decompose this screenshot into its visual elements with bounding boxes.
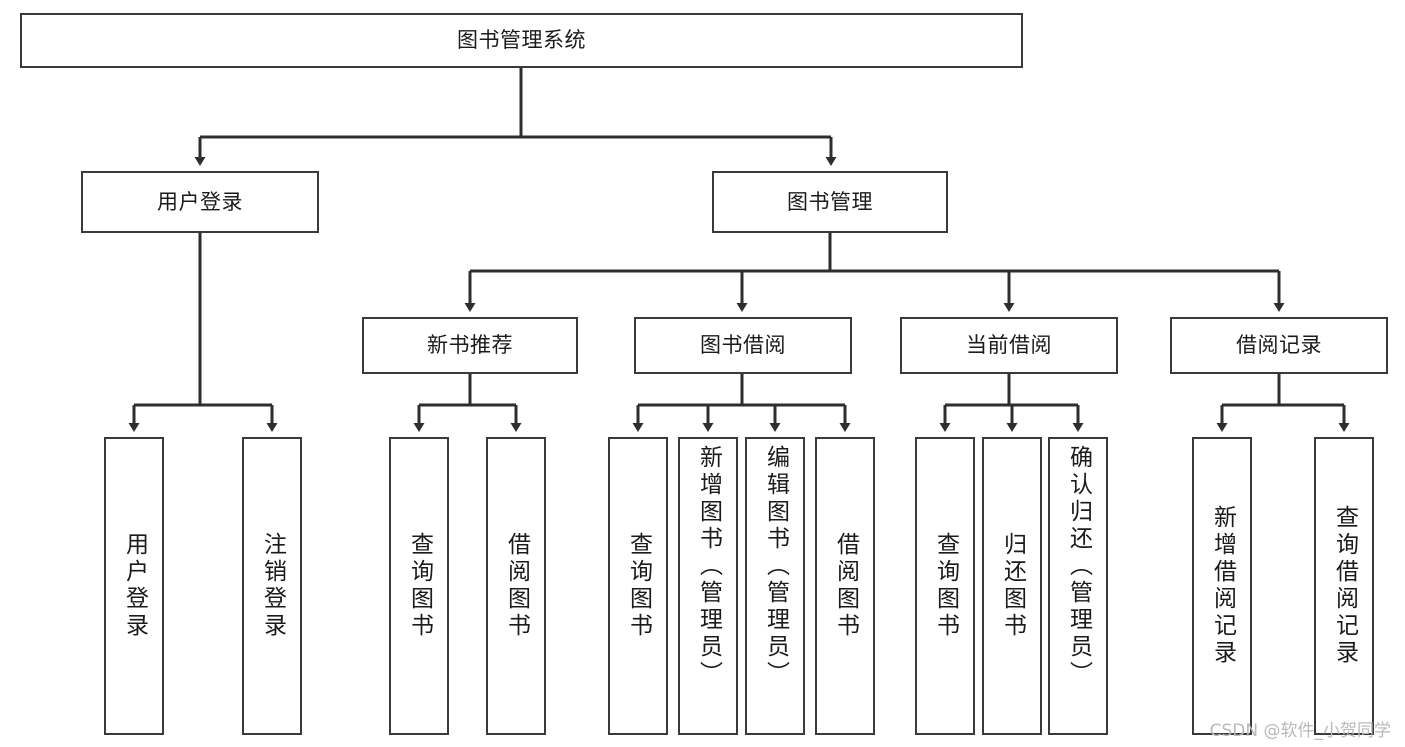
node-leaf-query-book-1[interactable]: 查询图书	[389, 437, 449, 735]
node-leaf-confirm-return-label: 确认归还（管理员）	[1065, 445, 1092, 688]
node-book-borrow[interactable]: 图书借阅	[634, 317, 852, 374]
node-current-borrow-label: 当前借阅	[966, 333, 1052, 358]
node-user-login[interactable]: 用户登录	[81, 171, 319, 233]
node-new-book-recommend-label: 新书推荐	[427, 333, 513, 358]
node-leaf-edit-book[interactable]: 编辑图书（管理员）	[745, 437, 805, 735]
node-leaf-query-record-label: 查询借阅记录	[1331, 505, 1358, 667]
watermark: CSDN @软件_小贺同学	[1209, 721, 1391, 741]
node-leaf-query-book-2[interactable]: 查询图书	[608, 437, 668, 735]
node-leaf-add-book[interactable]: 新增图书（管理员）	[678, 437, 738, 735]
node-leaf-confirm-return[interactable]: 确认归还（管理员）	[1048, 437, 1108, 735]
node-new-book-recommend[interactable]: 新书推荐	[362, 317, 578, 374]
node-book-manage[interactable]: 图书管理	[712, 171, 948, 233]
node-leaf-query-book-3-label: 查询图书	[932, 532, 959, 640]
node-leaf-edit-book-label: 编辑图书（管理员）	[762, 445, 789, 688]
node-borrow-record-label: 借阅记录	[1236, 333, 1322, 358]
node-leaf-borrow-book-1[interactable]: 借阅图书	[486, 437, 546, 735]
node-leaf-user-login[interactable]: 用户登录	[104, 437, 164, 735]
node-leaf-logout-login[interactable]: 注销登录	[242, 437, 302, 735]
node-leaf-query-book-3[interactable]: 查询图书	[915, 437, 975, 735]
node-leaf-return-book[interactable]: 归还图书	[982, 437, 1042, 735]
node-user-login-label: 用户登录	[157, 189, 243, 214]
node-borrow-record[interactable]: 借阅记录	[1170, 317, 1388, 374]
node-leaf-query-book-1-label: 查询图书	[406, 532, 433, 640]
node-leaf-borrow-book-2[interactable]: 借阅图书	[815, 437, 875, 735]
node-book-manage-label: 图书管理	[787, 189, 873, 214]
node-current-borrow[interactable]: 当前借阅	[900, 317, 1118, 374]
node-leaf-add-book-label: 新增图书（管理员）	[695, 445, 722, 688]
node-book-borrow-label: 图书借阅	[700, 333, 786, 358]
node-leaf-borrow-book-2-label: 借阅图书	[832, 532, 859, 640]
node-leaf-return-book-label: 归还图书	[999, 532, 1026, 640]
node-leaf-borrow-book-1-label: 借阅图书	[503, 532, 530, 640]
node-leaf-logout-login-label: 注销登录	[259, 532, 286, 640]
node-leaf-add-record-label: 新增借阅记录	[1209, 505, 1236, 667]
node-leaf-user-login-label: 用户登录	[121, 532, 148, 640]
node-leaf-add-record[interactable]: 新增借阅记录	[1192, 437, 1252, 735]
node-leaf-query-book-2-label: 查询图书	[625, 532, 652, 640]
node-root[interactable]: 图书管理系统	[20, 13, 1023, 68]
node-leaf-query-record[interactable]: 查询借阅记录	[1314, 437, 1374, 735]
node-root-label: 图书管理系统	[457, 28, 586, 53]
